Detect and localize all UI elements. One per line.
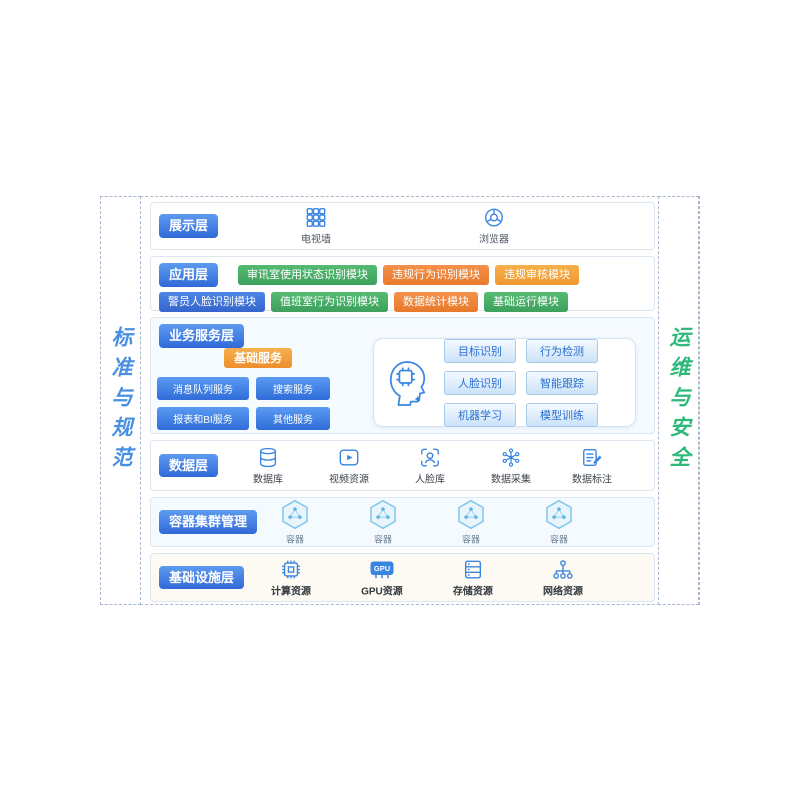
business-service-layer: 业务服务层 基础服务 消息队列服务 搜索服务 报表和BI服务 其他服务 xyxy=(150,317,655,434)
face-library-label: 人脸库 xyxy=(415,474,445,485)
ops-security-side-label: 运维与安全 xyxy=(667,325,690,476)
module-basic-operation: 基础运行模块 xyxy=(484,291,568,312)
database-icon xyxy=(257,446,279,468)
container-item: 容器 xyxy=(279,499,311,546)
container-label: 容器 xyxy=(549,534,568,545)
data-layer: 数据层 数据库 xyxy=(150,440,655,491)
compute-resource-label: 计算资源 xyxy=(271,586,311,597)
service-message-queue: 消息队列服务 xyxy=(157,377,249,401)
storage-resource-label: 存储资源 xyxy=(452,586,493,597)
application-layer: 应用层 审讯室使用状态识别模块 违规行为识别模块 违规审核模块 警员人脸识别模块… xyxy=(150,256,655,312)
infrastructure-items: 计算资源 GPU GPU资源 xyxy=(271,558,583,597)
browser-item: 浏览器 xyxy=(479,207,509,246)
capability-machine-learning: 机器学习 xyxy=(444,402,516,427)
presentation-layer: 展示层 电视墙 浏览器 xyxy=(150,202,655,250)
gpu-resource-item: GPU GPU资源 xyxy=(361,558,403,597)
basic-services-grid: 消息队列服务 搜索服务 报表和BI服务 其他服务 xyxy=(157,377,342,431)
module-violation-review: 违规审核模块 xyxy=(495,264,580,285)
network-resource-label: 网络资源 xyxy=(543,586,583,597)
standards-side-label: 标准与规范 xyxy=(109,325,132,476)
face-library-item: 人脸库 xyxy=(398,446,462,485)
ai-capability-grid: 目标识别 行为检测 人脸识别 智能跟踪 机器学习 模型训练 xyxy=(444,338,598,427)
network-resource-item: 网络资源 xyxy=(543,558,583,597)
data-layer-items: 数据库 视频资源 xyxy=(236,446,624,485)
service-report-bi: 报表和BI服务 xyxy=(157,407,249,431)
container-item: 容器 xyxy=(543,499,575,546)
gpu-resource-label: GPU资源 xyxy=(361,586,403,597)
application-layer-tag: 应用层 xyxy=(159,263,219,287)
database-item: 数据库 xyxy=(236,446,300,485)
service-other: 其他服务 xyxy=(256,407,330,431)
container-item: 容器 xyxy=(455,499,487,546)
container-hexagon-icon xyxy=(279,499,311,531)
video-resource-label: 视频资源 xyxy=(329,474,369,485)
infrastructure-layer: 基础设施层 计算资源 xyxy=(150,553,655,602)
basic-services-group: 基础服务 消息队列服务 搜索服务 报表和BI服务 其他服务 xyxy=(157,348,342,431)
cpu-icon xyxy=(280,558,302,580)
gpu-icon: GPU xyxy=(369,558,395,580)
capability-model-training: 模型训练 xyxy=(526,402,598,427)
network-icon xyxy=(552,558,574,580)
database-label: 数据库 xyxy=(253,474,283,485)
gpu-icon-text: GPU xyxy=(374,564,390,573)
basic-services-tag: 基础服务 xyxy=(224,348,293,369)
face-scan-icon xyxy=(419,446,441,468)
tv-wall-icon xyxy=(305,207,327,229)
container-hexagon-icon xyxy=(543,499,575,531)
video-resource-item: 视频资源 xyxy=(317,446,381,485)
module-duty-room-behavior: 值班室行为识别模块 xyxy=(271,291,388,312)
capability-object-recognition: 目标识别 xyxy=(444,338,516,363)
presentation-layer-tag: 展示层 xyxy=(159,214,219,238)
data-collect-label: 数据采集 xyxy=(491,474,531,485)
container-label: 容器 xyxy=(461,534,480,545)
data-annotate-label: 数据标注 xyxy=(572,474,612,485)
tv-wall-item: 电视墙 xyxy=(301,207,331,246)
business-service-layer-tag: 业务服务层 xyxy=(159,324,245,348)
container-hexagon-icon xyxy=(455,499,487,531)
compute-resource-item: 计算资源 xyxy=(271,558,311,597)
module-violation-behavior: 违规行为识别模块 xyxy=(383,264,490,285)
ops-security-side-panel: 运维与安全 xyxy=(658,196,699,605)
storage-resource-item: 存储资源 xyxy=(453,558,493,597)
layer-stack: 展示层 电视墙 浏览器 xyxy=(150,202,655,602)
ai-head-chip-icon xyxy=(386,359,430,407)
container-hexagon-icon xyxy=(367,499,399,531)
container-label: 容器 xyxy=(285,534,304,545)
annotate-icon xyxy=(581,446,603,468)
container-cluster-tag: 容器集群管理 xyxy=(159,510,258,534)
browser-icon xyxy=(483,207,505,229)
capability-behavior-detection: 行为检测 xyxy=(526,338,598,363)
container-item: 容器 xyxy=(367,499,399,546)
capability-smart-tracking: 智能跟踪 xyxy=(526,370,598,395)
module-interrogation-room-status: 审讯室使用状态识别模块 xyxy=(238,264,378,285)
service-search: 搜索服务 xyxy=(256,377,330,401)
application-row-2: 警员人脸识别模块 值班室行为识别模块 数据统计模块 基础运行模块 xyxy=(159,291,646,312)
standards-side-panel: 标准与规范 xyxy=(100,196,141,605)
module-officer-face-recognition: 警员人脸识别模块 xyxy=(159,291,265,312)
capability-face-recognition: 人脸识别 xyxy=(444,370,516,395)
container-items: 容器 容器 xyxy=(279,499,575,546)
data-collect-item: 数据采集 xyxy=(479,446,543,485)
data-collect-icon xyxy=(500,446,522,468)
video-icon xyxy=(338,446,360,468)
tv-wall-label: 电视墙 xyxy=(301,234,331,246)
container-cluster-layer: 容器集群管理 容器 xyxy=(150,497,655,547)
data-layer-tag: 数据层 xyxy=(159,453,219,478)
storage-icon xyxy=(462,558,484,580)
browser-label: 浏览器 xyxy=(479,234,509,246)
data-annotate-item: 数据标注 xyxy=(560,446,624,485)
ai-capability-box: 目标识别 行为检测 人脸识别 智能跟踪 机器学习 模型训练 xyxy=(373,338,636,427)
container-label: 容器 xyxy=(373,534,392,545)
infrastructure-layer-tag: 基础设施层 xyxy=(159,565,245,590)
module-data-statistics: 数据统计模块 xyxy=(394,291,478,312)
application-row-1: 应用层 审讯室使用状态识别模块 违规行为识别模块 违规审核模块 xyxy=(159,263,646,287)
